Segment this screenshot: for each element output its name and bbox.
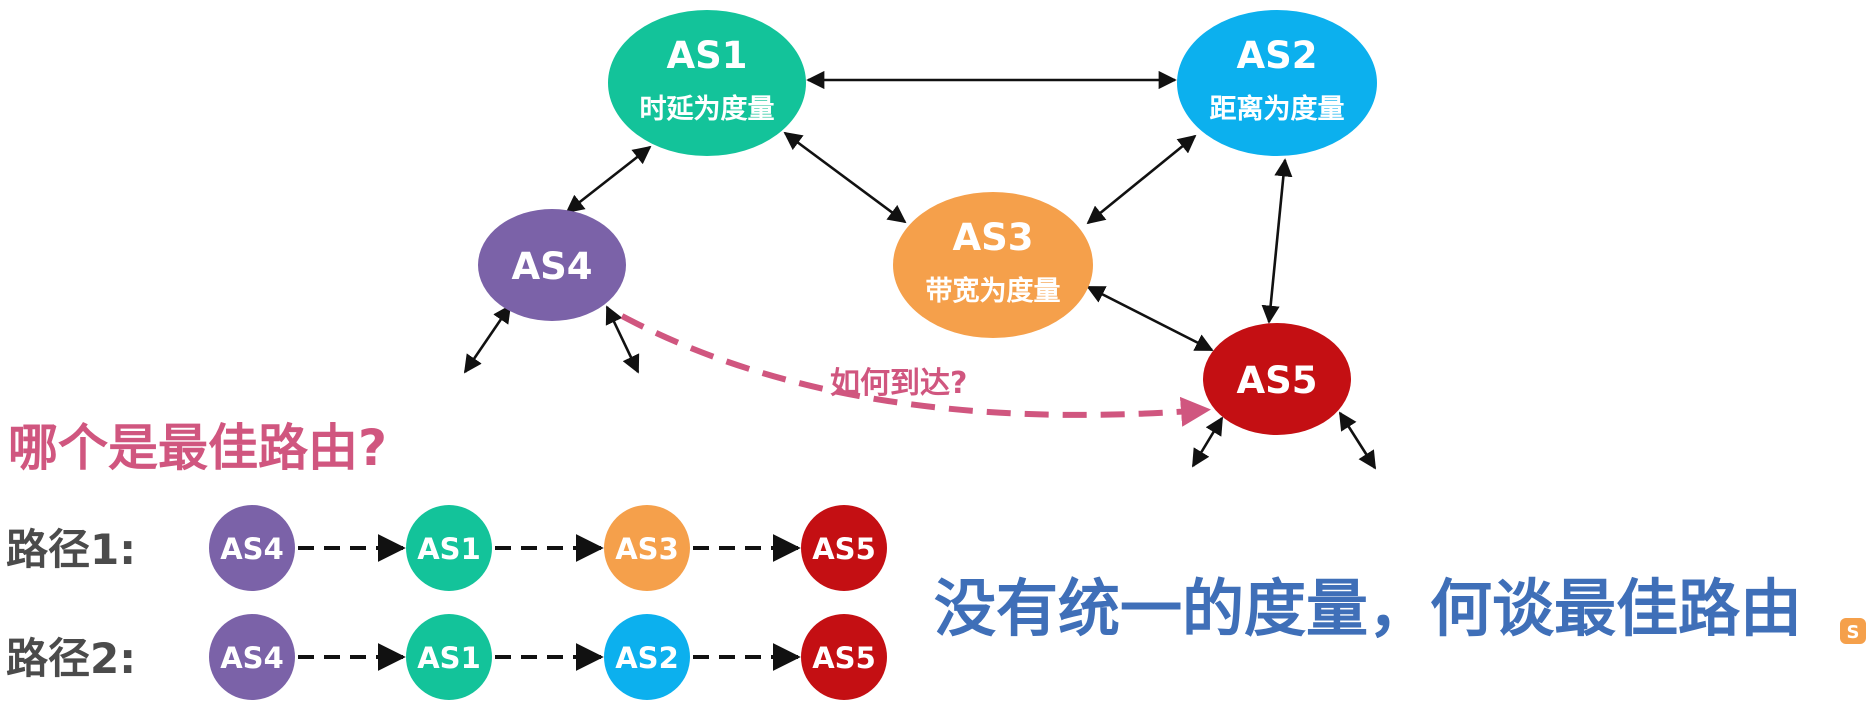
edge-as5-out-left <box>1191 416 1224 468</box>
path-label: 路径1: <box>6 525 136 574</box>
path-hop-node <box>604 505 690 591</box>
node-as1-label: AS1 <box>666 34 747 77</box>
node-as3-label: AS3 <box>952 216 1033 259</box>
edge-as4-out-left <box>463 304 512 374</box>
node-as4-label: AS4 <box>511 245 592 288</box>
path-hop-node <box>406 614 492 700</box>
node-as4: AS4 <box>478 209 626 321</box>
node-as2: AS2 距离为度量 <box>1177 10 1377 156</box>
path-hop-label: AS3 <box>615 532 679 566</box>
path-hop-label: AS5 <box>812 641 876 675</box>
path-hop-label: AS1 <box>417 532 481 566</box>
best-route-question: 哪个是最佳路由? <box>8 419 387 477</box>
edge-as2-as5 <box>1261 158 1293 324</box>
node-as1: AS1 时延为度量 <box>608 10 806 156</box>
node-as5-label: AS5 <box>1236 359 1317 402</box>
path-hop-node <box>604 614 690 700</box>
path-label: 路径2: <box>6 634 136 683</box>
path-hop-node <box>209 614 295 700</box>
node-as1-metric: 时延为度量 <box>640 93 775 125</box>
path-hop-node <box>801 614 887 700</box>
edge-as2-as3 <box>1086 134 1197 225</box>
conclusion-text: 没有统一的度量，何谈最佳路由 <box>934 572 1802 645</box>
node-as5: AS5 <box>1203 323 1351 435</box>
path-hop-node <box>406 505 492 591</box>
watermark-badge: S <box>1840 618 1866 644</box>
path-hop-node <box>801 505 887 591</box>
edge-as3-as5 <box>1086 285 1214 352</box>
node-as3: AS3 带宽为度量 <box>893 192 1093 338</box>
route-question-label: 如何到达? <box>830 366 967 401</box>
path-hop-label: AS4 <box>220 532 284 566</box>
edge-as1-as4 <box>565 145 652 214</box>
edge-as1-as3 <box>783 131 907 224</box>
path-hop-label: AS2 <box>615 641 679 675</box>
edge-as4-out-right <box>605 305 640 374</box>
path-row-2: 路径2: AS4 AS1 AS2 AS5 <box>6 614 887 700</box>
path-hop-label: AS4 <box>220 641 284 675</box>
path-hop-label: AS5 <box>812 532 876 566</box>
path-hop-label: AS1 <box>417 641 481 675</box>
path-hop-node <box>209 505 295 591</box>
edges <box>463 70 1377 470</box>
node-as2-label: AS2 <box>1236 34 1317 77</box>
route-curve <box>620 313 1211 427</box>
path-row-1: 路径1: AS4 AS1 AS3 AS5 <box>6 505 887 591</box>
node-as2-metric: 距离为度量 <box>1210 93 1345 125</box>
watermark-badge-text: S <box>1847 622 1860 643</box>
node-as3-metric: 带宽为度量 <box>926 275 1061 307</box>
edge-as5-out-right <box>1338 411 1377 470</box>
